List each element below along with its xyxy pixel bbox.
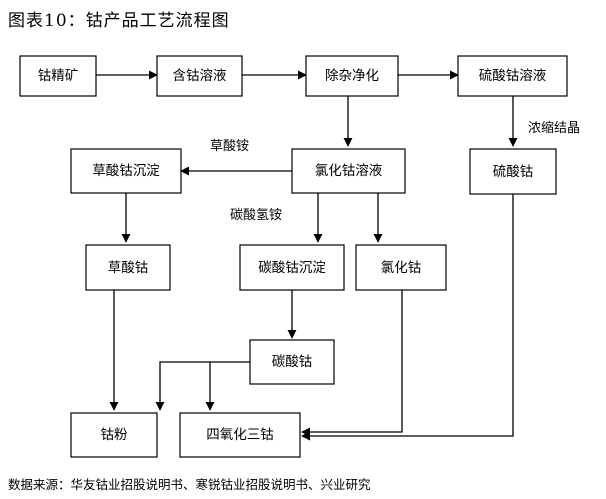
node-cobalt-oxalate: 草酸钴	[85, 244, 171, 291]
node-cobalt-sulfate: 硫酸钴	[469, 148, 557, 195]
arrow-sulfate-to-tricobalt	[301, 194, 514, 441]
connectors	[96, 70, 518, 441]
label-ammonium-bicarbonate: 碳酸氢铵	[230, 208, 282, 223]
node-cobalt-oxalate-precipitate: 草酸钴沉淀	[70, 148, 182, 194]
node-label: 钴粉	[101, 427, 128, 443]
node-label: 四氧化三钴	[206, 427, 274, 443]
node-label: 硫酸钴溶液	[479, 68, 547, 84]
node-label: 碳酸钴沉淀	[258, 260, 326, 276]
node-cobalt-carbonate-precipitate: 碳酸钴沉淀	[239, 244, 345, 291]
figure-title: 图表10：钴产品工艺流程图	[8, 11, 230, 31]
node-cobalt-concentrate: 钴精矿	[19, 55, 97, 97]
label-ammonium-oxalate: 草酸铵	[210, 139, 249, 154]
node-cobalt-powder: 钴粉	[70, 412, 158, 458]
node-cobalt-carbonate: 碳酸钴	[249, 339, 335, 385]
node-cobalt-sulfate-solution: 硫酸钴溶液	[457, 55, 568, 97]
node-cobalt-solution: 含钴溶液	[156, 55, 243, 97]
node-tricobalt-tetroxide: 四氧化三钴	[179, 412, 301, 458]
arrow-carbonate-to-powder	[155, 361, 250, 411]
node-label: 除杂净化	[325, 68, 379, 84]
node-label: 氯化钴溶液	[315, 163, 383, 179]
node-purification: 除杂净化	[305, 55, 399, 97]
node-label: 硫酸钴	[493, 164, 534, 180]
node-label: 草酸钴	[108, 260, 149, 276]
node-label: 含钴溶液	[173, 68, 227, 84]
node-label: 草酸钴沉淀	[92, 163, 160, 179]
node-label: 氯化钴	[381, 260, 422, 276]
label-concentrate-crystallize: 浓缩结晶	[528, 120, 580, 136]
arrow-chloride-to-tricobalt	[301, 290, 403, 437]
node-label: 碳酸钴	[272, 354, 313, 370]
node-cobalt-chloride-solution: 氯化钴溶液	[291, 148, 406, 194]
node-label: 钴精矿	[38, 68, 79, 84]
node-cobalt-chloride: 氯化钴	[355, 244, 447, 291]
data-source-note: 数据来源：华友钴业招股说明书、寒锐钴业招股说明书、兴业研究	[8, 477, 371, 492]
